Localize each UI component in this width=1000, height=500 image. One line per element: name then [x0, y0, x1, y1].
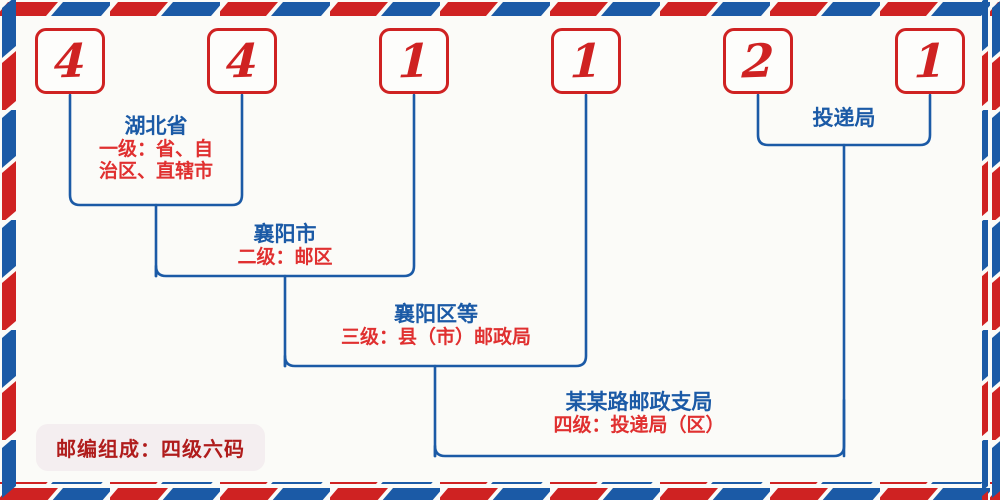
label-level-4-sub: 四级：投递局（区）: [553, 414, 725, 436]
label-level-4: 某某路邮政支局 四级：投递局（区）: [440, 389, 838, 437]
label-level-4-title: 某某路邮政支局: [565, 389, 713, 414]
label-level-2: 襄阳市 二级：邮区: [160, 221, 410, 269]
postal-digit-box-2[interactable]: 4: [207, 28, 277, 94]
postal-digit-6: 1: [913, 33, 947, 89]
label-level-2-title: 襄阳市: [253, 221, 317, 246]
label-level-2-sub: 二级：邮区: [237, 246, 333, 268]
postal-digit-box-6[interactable]: 1: [895, 28, 965, 94]
postal-digit-box-4[interactable]: 1: [551, 28, 621, 94]
postal-digit-4: 1: [569, 33, 603, 89]
label-level-1-sub-line2: 治区、直辖市: [98, 161, 213, 183]
postal-digit-box-5[interactable]: 2: [723, 28, 793, 94]
label-level-1-title: 湖北省: [124, 113, 188, 138]
postal-digit-box-1[interactable]: 4: [35, 28, 105, 94]
postal-digit-1: 4: [53, 33, 87, 89]
label-delivery-office-title: 投递局: [812, 105, 876, 130]
status-badge: 邮编组成：四级六码: [36, 424, 265, 471]
label-delivery-office: 投递局: [762, 105, 926, 131]
label-level-3: 襄阳区等 三级：县（市）邮政局: [290, 301, 582, 349]
bracket-level-4: [433, 398, 846, 458]
label-level-3-sub: 三级：县（市）邮政局: [340, 326, 531, 348]
label-level-1: 湖北省 一级：省、自 治区、直辖市: [72, 113, 240, 184]
label-level-1-sub-line1: 一级：省、自: [98, 138, 213, 160]
postal-digit-box-3[interactable]: 1: [379, 28, 449, 94]
label-level-3-title: 襄阳区等: [394, 301, 478, 326]
postal-digit-2: 4: [225, 33, 259, 89]
postal-digit-3: 1: [397, 33, 431, 89]
postal-digit-5: 2: [741, 33, 775, 89]
